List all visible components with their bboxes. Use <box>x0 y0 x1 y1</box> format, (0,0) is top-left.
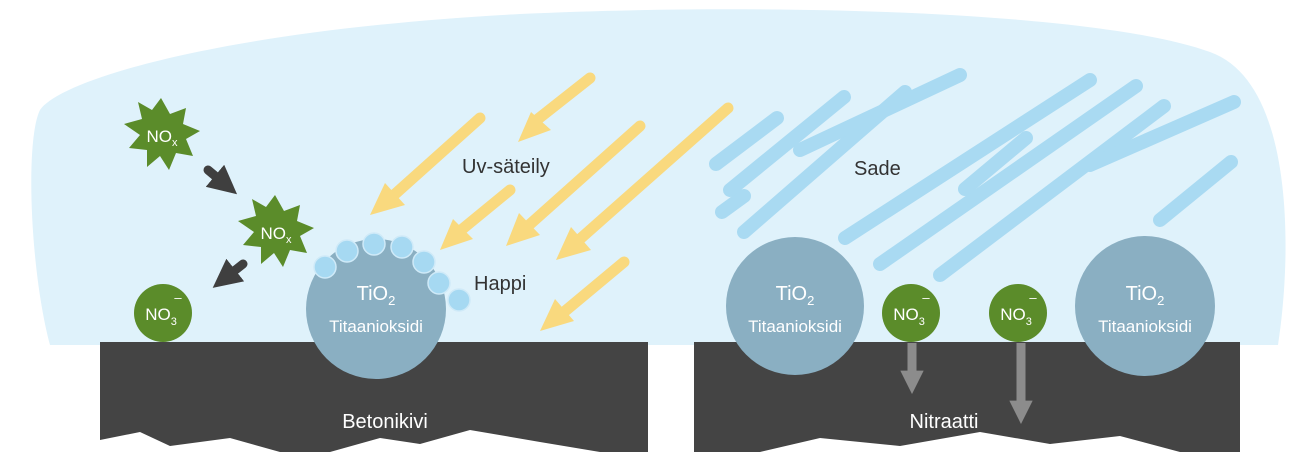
tio2-sphere-left <box>306 239 446 379</box>
tio2-sphere-right-2 <box>1075 236 1215 376</box>
no3-formula: NO3 <box>893 305 925 328</box>
sun-ray-arrow <box>388 112 486 201</box>
sun-ray-arrow-head <box>370 183 405 215</box>
no3-charge: – <box>1029 290 1037 305</box>
oxygen-bubble <box>313 255 337 279</box>
tio2-sphere-right-1 <box>726 237 864 375</box>
oxygen-label: Happi <box>474 273 526 295</box>
reaction-arrow <box>212 258 248 288</box>
no3-formula: NO3 <box>145 305 177 328</box>
rain-streak <box>1153 155 1238 227</box>
rain-streak <box>723 90 851 197</box>
reaction-arrow <box>203 164 238 195</box>
concrete-label: Betonikivi <box>342 411 428 433</box>
sun-ray-arrow-head <box>540 299 574 331</box>
rain-streak <box>873 79 1143 271</box>
sun-ray-arrow-head <box>440 219 473 250</box>
rain-streak <box>793 68 967 157</box>
no3-formula: NO3 <box>1000 305 1032 328</box>
rain-group <box>709 68 1241 282</box>
oxygen-bubble <box>427 271 451 295</box>
no3-molecule-right-1 <box>882 284 940 342</box>
rain-streak <box>838 73 1097 245</box>
tio2-formula: TiO2 <box>776 283 815 308</box>
nitrate-label: Nitraatti <box>910 411 979 433</box>
tio2-formula: TiO2 <box>357 283 396 308</box>
sun-ray-arrow-head <box>556 227 591 260</box>
nox-formula: NOx <box>147 127 179 149</box>
oxygen-bubble <box>335 239 359 263</box>
tio2-name: Titaanioksidi <box>748 317 842 336</box>
no3-charge: – <box>174 290 182 305</box>
oxygen-bubble <box>390 235 414 259</box>
rain-streak <box>958 131 1033 196</box>
sun-ray-arrow <box>522 120 646 232</box>
rain-streak <box>709 111 784 171</box>
concrete-crack <box>330 430 600 452</box>
nox-molecule-middle <box>238 195 314 267</box>
concrete-crack <box>760 432 1180 452</box>
no3-molecule-right-2 <box>989 284 1047 342</box>
rain-streak <box>933 99 1171 282</box>
no3-molecule-left <box>134 284 192 342</box>
no3-charge: – <box>922 290 930 305</box>
concrete-crack <box>100 432 280 452</box>
rain-label: Sade <box>854 158 901 180</box>
nox-formula: NOx <box>261 224 293 246</box>
oxygen-bubble <box>362 232 386 256</box>
rain-streak <box>1083 95 1241 172</box>
sun-ray-arrow-head <box>506 213 540 246</box>
nox-molecule-top <box>124 98 200 170</box>
uv-label: Uv-säteily <box>462 156 550 178</box>
sun-ray-arrow-head <box>518 112 551 142</box>
rain-streak <box>715 189 751 219</box>
tio2-name: Titaanioksidi <box>329 317 423 336</box>
sun-ray-arrow <box>454 184 516 237</box>
sun-ray-arrow <box>558 256 630 318</box>
oxygen-bubble <box>447 288 471 312</box>
sun-ray-arrow <box>574 102 734 245</box>
tio2-formula: TiO2 <box>1126 283 1165 308</box>
uv-arrows <box>370 72 734 331</box>
oxygen-bubble <box>412 250 436 274</box>
tio2-name: Titaanioksidi <box>1098 317 1192 336</box>
sun-ray-arrow <box>532 72 596 125</box>
oxygen-bubbles <box>313 232 471 312</box>
